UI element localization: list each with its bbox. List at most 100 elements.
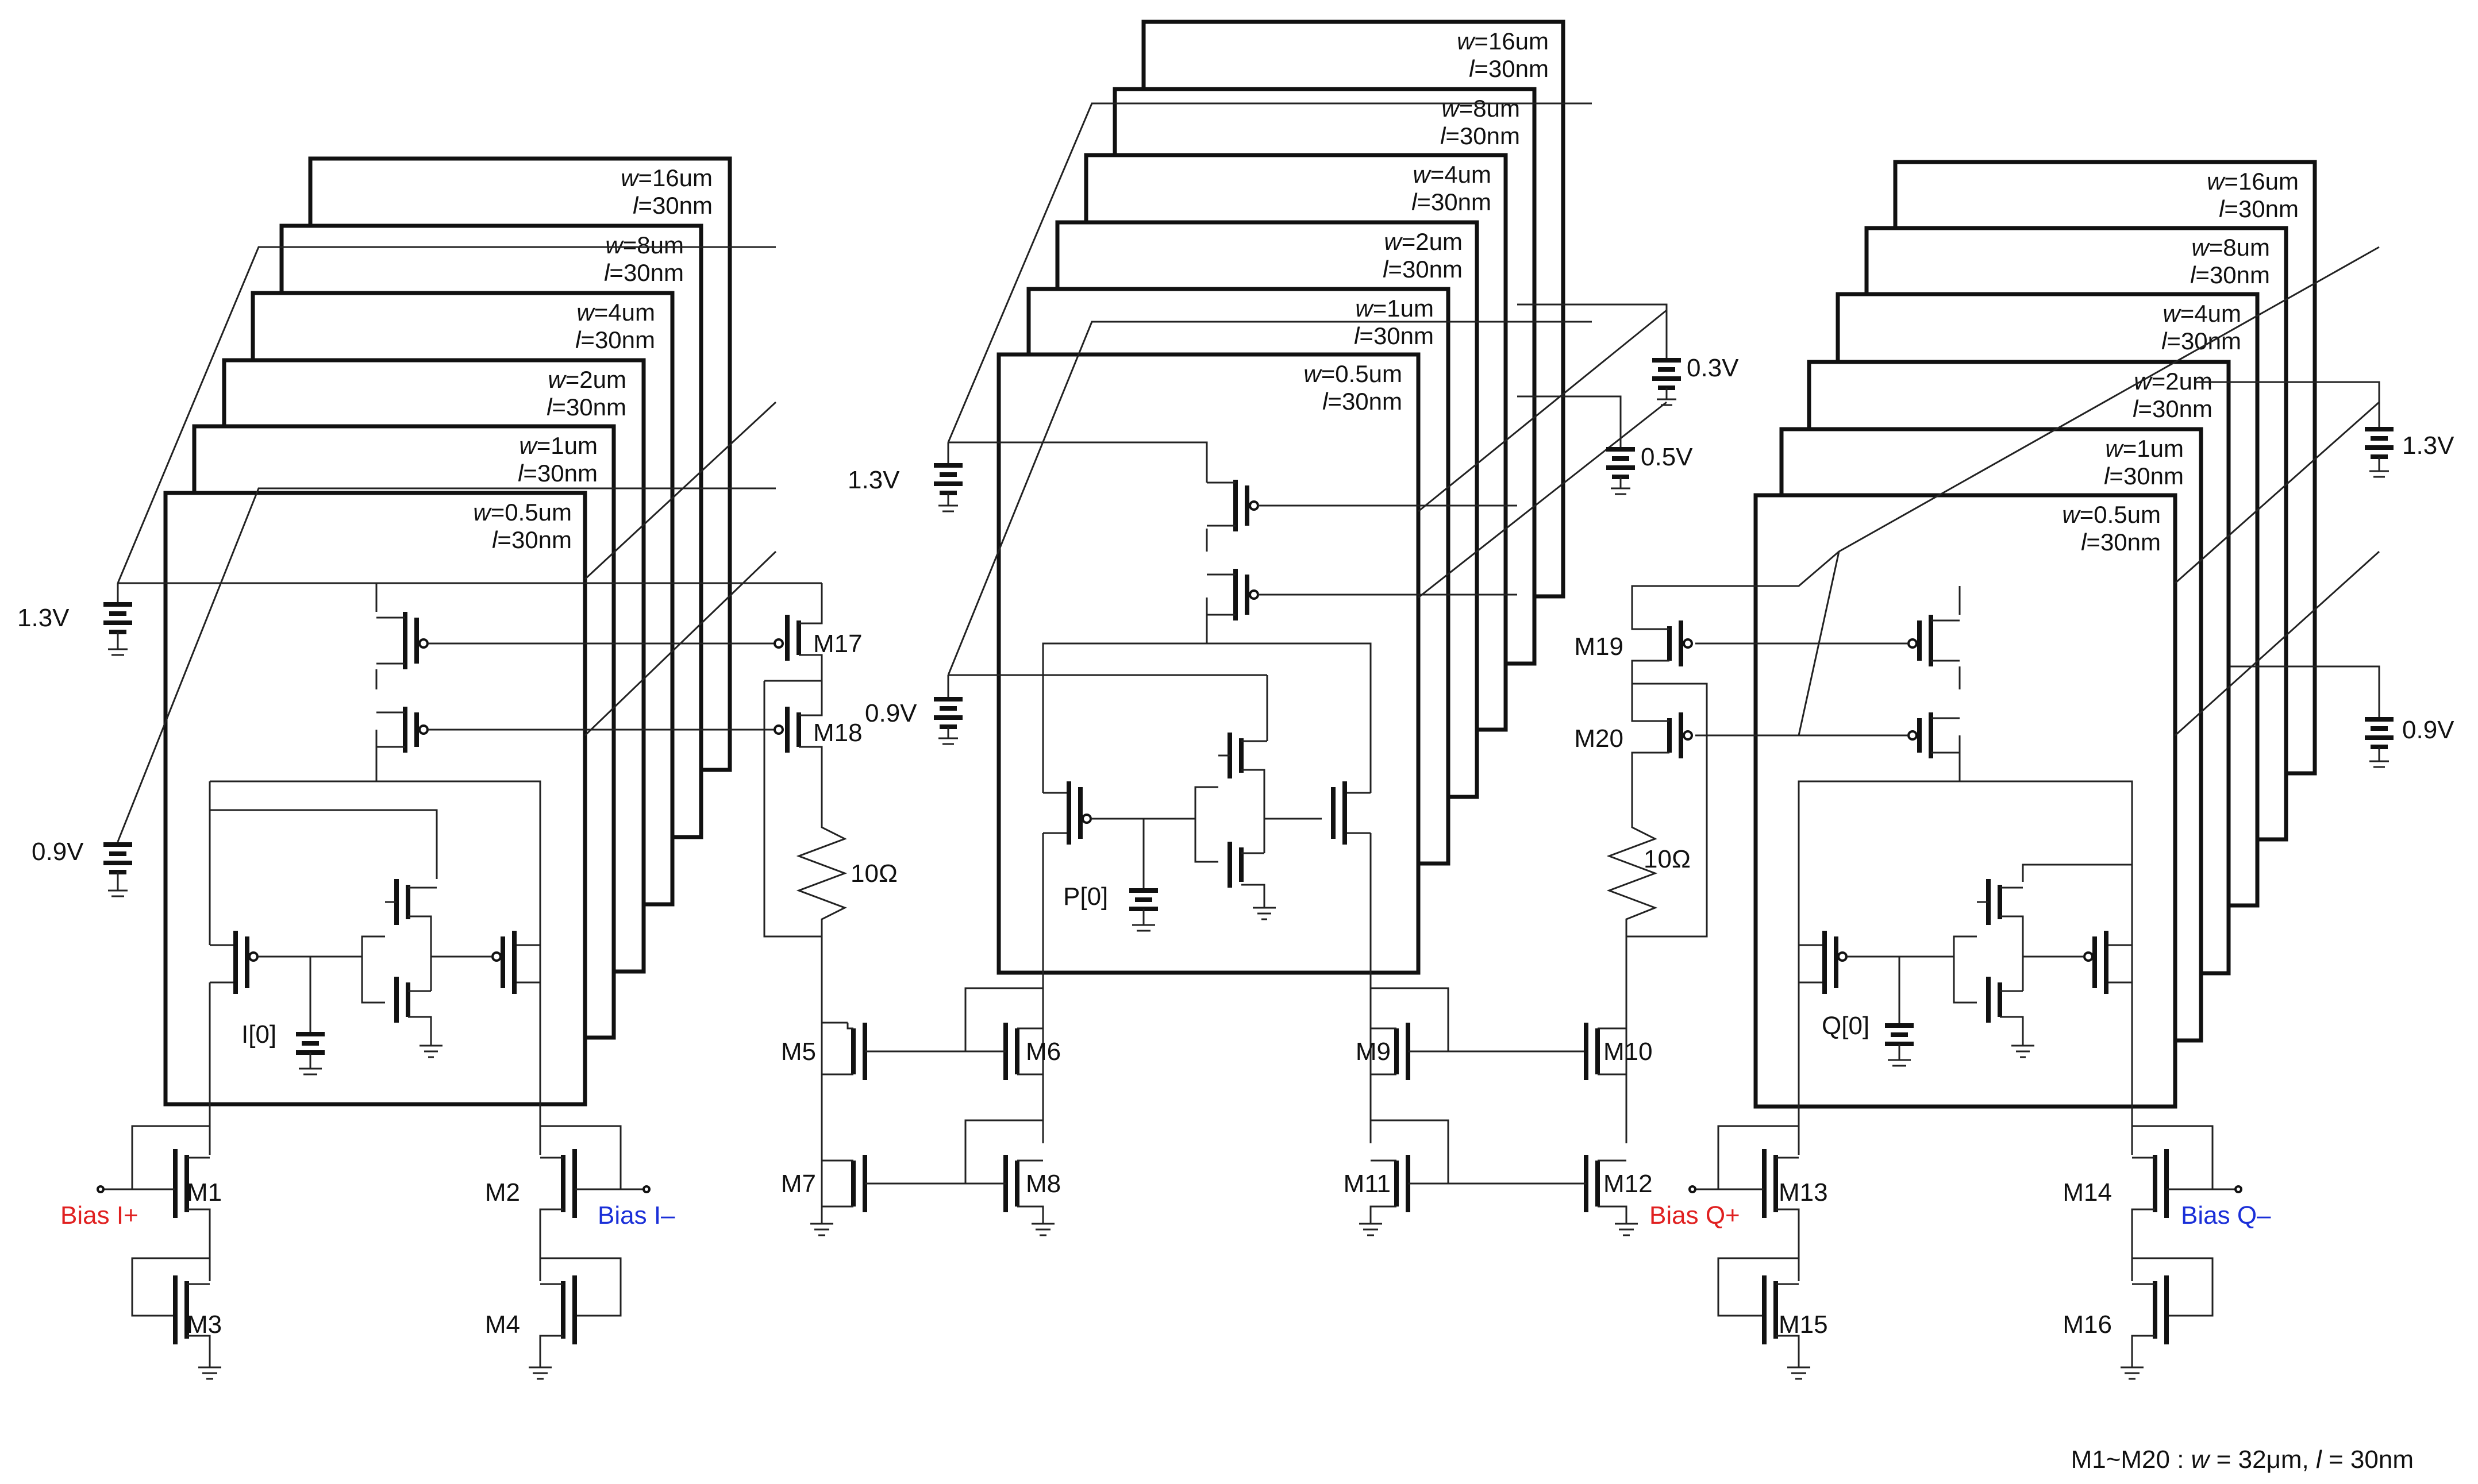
- svg-text:w=1um: w=1um: [519, 432, 598, 459]
- svg-text:M15: M15: [1779, 1310, 1828, 1339]
- svg-text:0.5V: 0.5V: [1641, 443, 1693, 471]
- svg-text:M16: M16: [2063, 1310, 2112, 1339]
- bank-i: w=16um l=30nm w=8um l=30nm w=4um l=30nm …: [17, 156, 898, 1380]
- resistor-right: 10Ω: [1606, 816, 1691, 1003]
- svg-text:1.3V: 1.3V: [17, 604, 70, 632]
- transistor-m8: M8: [964, 1119, 1061, 1236]
- svg-text:0.3V: 0.3V: [1687, 354, 1739, 382]
- bank-p: w=16um l=30nm w=8um l=30nm w=4um l=30nm …: [781, 20, 1739, 1236]
- bank-p-pmos-bottom: [1207, 569, 1517, 620]
- svg-text:M4: M4: [485, 1310, 520, 1339]
- transistor-m16: M16: [2063, 1257, 2214, 1380]
- transistor-m17: M17: [774, 583, 863, 681]
- transistor-m2: M2: [485, 1113, 651, 1258]
- svg-text:l=30nm: l=30nm: [1469, 55, 1549, 82]
- svg-text:w=0.5um: w=0.5um: [2062, 501, 2161, 528]
- svg-text:M11: M11: [1344, 1170, 1391, 1198]
- svg-text:w=4um: w=4um: [1413, 161, 1491, 188]
- svg-text:M2: M2: [485, 1178, 520, 1207]
- bank-p-supply-1p3v: 1.3V: [848, 441, 1208, 512]
- transistor-m12: M12: [1448, 1155, 1653, 1236]
- svg-text:l=30nm: l=30nm: [575, 326, 655, 353]
- svg-text:M5: M5: [781, 1038, 816, 1066]
- transistor-m3: M3: [131, 1257, 222, 1380]
- svg-text:l=30nm: l=30nm: [492, 526, 572, 553]
- svg-text:l=30nm: l=30nm: [1383, 256, 1463, 283]
- svg-text:M20: M20: [1574, 724, 1623, 753]
- bank-p-supply-0p5v: 0.5V: [1606, 442, 1693, 495]
- svg-text:w=1um: w=1um: [2105, 435, 2184, 462]
- bank-q-supply-0p9v: 0.9V: [2365, 712, 2454, 768]
- svg-text:1.3V: 1.3V: [848, 466, 900, 494]
- svg-text:w=8um: w=8um: [605, 232, 684, 259]
- transistor-m7: M7: [781, 1143, 965, 1236]
- bank-i-pmos-top: [376, 612, 776, 669]
- svg-text:1.3V: 1.3V: [2402, 431, 2454, 460]
- svg-text:0.9V: 0.9V: [2402, 716, 2454, 744]
- svg-text:l=30nm: l=30nm: [1322, 388, 1402, 415]
- bank-q-frame-0p5um: w=0.5um l=30nm: [1753, 493, 2177, 1109]
- svg-text:w=0.5um: w=0.5um: [473, 499, 572, 526]
- svg-text:I[0]: I[0]: [241, 1020, 276, 1049]
- svg-text:Q[0]: Q[0]: [1822, 1012, 1869, 1040]
- svg-text:w=16um: w=16um: [621, 164, 713, 191]
- bank-q-inverter: Q[0]: [1799, 879, 2132, 1067]
- svg-text:0.9V: 0.9V: [865, 699, 917, 727]
- bank-p-inverter: P[0]: [1043, 733, 1371, 932]
- svg-text:w=8um: w=8um: [2191, 234, 2270, 261]
- svg-text:M10: M10: [1603, 1038, 1653, 1066]
- svg-text:w=4um: w=4um: [2163, 300, 2241, 327]
- svg-text:l=30nm: l=30nm: [2133, 395, 2212, 422]
- transistor-m1: M1: [97, 1113, 222, 1258]
- bank-p-frame-0p5um: w=0.5um l=30nm: [996, 352, 1421, 975]
- svg-text:l=30nm: l=30nm: [633, 192, 713, 219]
- svg-text:M8: M8: [1026, 1170, 1061, 1198]
- svg-text:M13: M13: [1779, 1178, 1828, 1207]
- bias-q-plus-label: Bias Q+: [1649, 1201, 1740, 1229]
- svg-text:l=30nm: l=30nm: [547, 394, 626, 421]
- transistor-m19: M19: [1574, 585, 1695, 684]
- svg-text:M3: M3: [187, 1310, 222, 1339]
- bank-p-supply-0p9v: 0.9V: [865, 674, 1267, 745]
- svg-text:w=4um: w=4um: [576, 299, 655, 326]
- svg-text:l=30nm: l=30nm: [2081, 529, 2161, 556]
- svg-text:l=30nm: l=30nm: [2104, 462, 2184, 489]
- transistor-m9: M9: [1356, 987, 1449, 1143]
- svg-text:M1: M1: [187, 1178, 222, 1207]
- svg-text:l=30nm: l=30nm: [1440, 122, 1520, 149]
- bias-q-minus-label: Bias Q–: [2181, 1201, 2271, 1229]
- svg-text:w=2um: w=2um: [548, 366, 626, 393]
- svg-text:w=16um: w=16um: [2207, 168, 2299, 195]
- bank-q-pmos-bottom: [1695, 712, 1960, 758]
- transistor-m20: M20: [1574, 684, 1693, 816]
- transistor-m10: M10: [1448, 1003, 1653, 1143]
- svg-text:M6: M6: [1026, 1038, 1061, 1066]
- svg-text:10Ω: 10Ω: [851, 859, 898, 888]
- transistor-m6: M6: [964, 987, 1061, 1143]
- svg-text:M14: M14: [2063, 1178, 2112, 1207]
- svg-text:l=30nm: l=30nm: [2219, 195, 2299, 222]
- svg-text:M9: M9: [1356, 1038, 1391, 1066]
- bank-i-supply-0p9v: 0.9V: [32, 838, 132, 897]
- transistor-m4: M4: [485, 1257, 622, 1380]
- resistor-left: 10Ω: [796, 816, 898, 1003]
- svg-text:w=0.5um: w=0.5um: [1303, 360, 1402, 387]
- bank-i-frame-0p5um: w=0.5um l=30nm: [163, 491, 587, 1107]
- bank-q: w=16um l=30nm w=8um l=30nm w=4um l=30nm …: [1574, 160, 2454, 1380]
- svg-text:0.9V: 0.9V: [32, 838, 84, 866]
- svg-text:M7: M7: [781, 1170, 816, 1198]
- svg-text:l=30nm: l=30nm: [2190, 261, 2270, 288]
- bank-i-supply-1p3v: 1.3V: [17, 582, 822, 656]
- svg-text:M17: M17: [813, 630, 863, 658]
- transistor-m14: M14: [2063, 945, 2242, 1258]
- bank-p-supply-0p3v: 0.3V: [1652, 350, 1739, 406]
- bank-q-supply-1p3v: 1.3V: [2365, 425, 2454, 478]
- svg-text:l=30nm: l=30nm: [604, 259, 684, 286]
- transistor-m15: M15: [1717, 1257, 1828, 1380]
- bank-q-pmos-top: [1695, 615, 1960, 666]
- bias-i-plus-label: Bias I+: [60, 1201, 138, 1229]
- svg-text:M19: M19: [1574, 633, 1623, 661]
- transistor-m5: M5: [781, 1003, 965, 1143]
- svg-text:l=30nm: l=30nm: [518, 460, 598, 487]
- svg-text:w=2um: w=2um: [1384, 228, 1463, 255]
